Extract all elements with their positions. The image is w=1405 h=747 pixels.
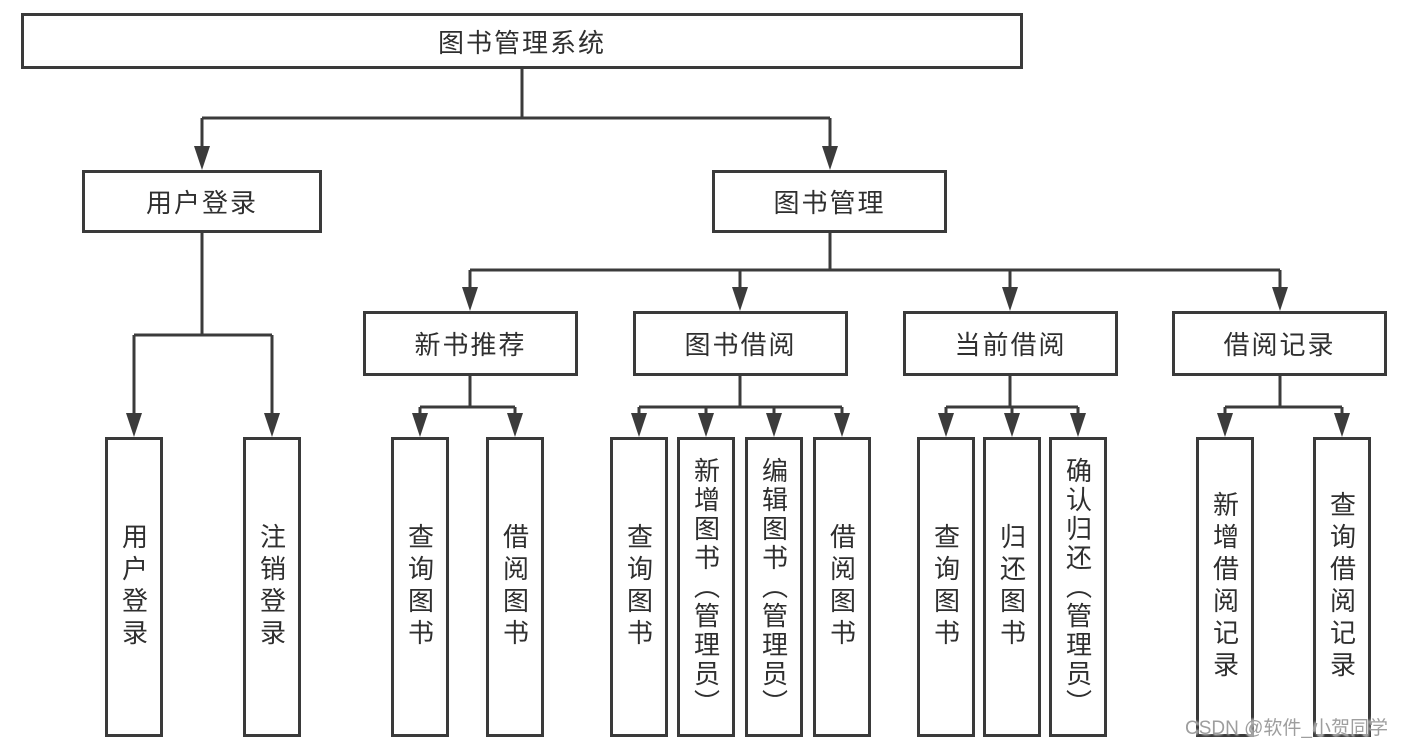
node-borrow-books-action: 借阅图书 — [813, 437, 871, 737]
node-query-books-borrow: 查询图书 — [610, 437, 668, 737]
node-return-books: 归还图书 — [983, 437, 1041, 737]
node-label: 图书管理 — [773, 188, 886, 218]
node-book-borrowing: 图书借阅 — [633, 311, 848, 376]
node-user-login-action: 用户登录 — [105, 437, 163, 737]
node-query-borrow-record: 查询借阅记录 — [1313, 437, 1371, 737]
node-logout-action: 注销登录 — [243, 437, 301, 737]
node-label: 借阅图书 — [826, 523, 857, 651]
node-label: 用户登录 — [145, 188, 258, 218]
node-book-management: 图书管理 — [712, 170, 947, 233]
node-label: 归还图书 — [996, 523, 1027, 651]
node-new-book-recommendation: 新书推荐 — [363, 311, 578, 376]
node-edit-books-admin: 编辑图书（管理员） — [745, 437, 803, 737]
node-label: 注销登录 — [256, 523, 287, 651]
node-label: 当前借阅 — [954, 330, 1067, 360]
node-label: 用户登录 — [118, 523, 149, 651]
arrowheads — [126, 146, 1350, 437]
node-borrowing-records: 借阅记录 — [1172, 311, 1387, 376]
node-label: 编辑图书（管理员） — [758, 456, 789, 718]
node-user-login: 用户登录 — [82, 170, 322, 233]
node-label: 查询图书 — [404, 523, 435, 651]
node-query-books-current: 查询图书 — [917, 437, 975, 737]
node-add-borrow-record: 新增借阅记录 — [1196, 437, 1254, 737]
node-confirm-return-admin: 确认归还（管理员） — [1049, 437, 1107, 737]
node-label: 新增图书（管理员） — [690, 456, 721, 718]
node-label: 借阅记录 — [1223, 330, 1336, 360]
node-label: 借阅图书 — [499, 523, 530, 651]
node-current-borrowing: 当前借阅 — [903, 311, 1118, 376]
node-label: 查询图书 — [623, 523, 654, 651]
node-library-management-system: 图书管理系统 — [21, 13, 1023, 69]
csdn-watermark: CSDN @软件_小贺同学 — [1185, 718, 1388, 739]
node-label: 查询图书 — [930, 523, 961, 651]
node-label: 确认归还（管理员） — [1062, 456, 1093, 718]
node-label: 图书借阅 — [684, 330, 797, 360]
node-label: 新书推荐 — [414, 330, 527, 360]
node-label: 新增借阅记录 — [1209, 491, 1240, 683]
node-borrow-books-recommend: 借阅图书 — [486, 437, 544, 737]
tree-edges — [132, 69, 1344, 416]
node-add-books-admin: 新增图书（管理员） — [677, 437, 735, 737]
node-query-books-recommend: 查询图书 — [391, 437, 449, 737]
node-label: 查询借阅记录 — [1326, 491, 1357, 683]
node-label: 图书管理系统 — [437, 27, 606, 58]
